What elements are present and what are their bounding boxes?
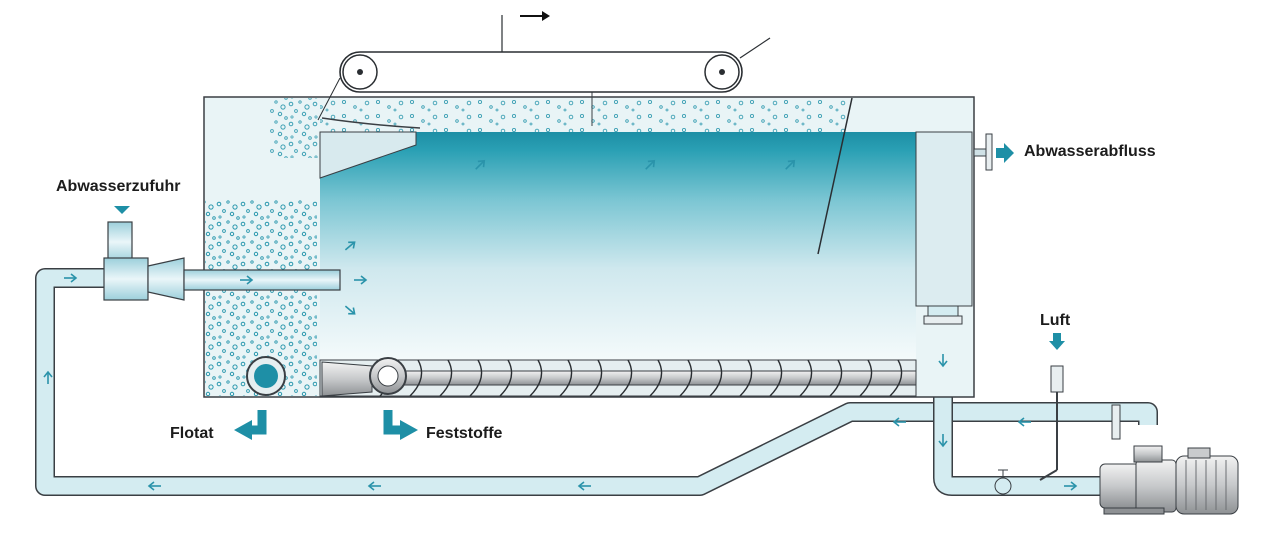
- flow-arrows: [43, 159, 1078, 491]
- feststoffe-arrow-icon: [383, 410, 418, 440]
- arrow-icon: [892, 417, 906, 427]
- arrow-icon: [645, 159, 656, 170]
- arrow-icon: [64, 273, 78, 283]
- flotat-arrow-icon: [234, 410, 267, 440]
- inlet-arrow-icon: [114, 206, 130, 214]
- arrow-icon: [577, 481, 591, 491]
- flotation-tank: [203, 92, 993, 398]
- arrow-icon: [475, 159, 486, 170]
- arrow-icon: [344, 305, 356, 315]
- arrow-icon: [1064, 481, 1078, 491]
- inlet-assembly: [103, 221, 341, 301]
- arrow-icon: [938, 434, 948, 448]
- pipe-flange: [1111, 404, 1121, 440]
- arrow-right-icon: [520, 11, 550, 21]
- label-abwasserabfluss: Abwasserabfluss: [1024, 143, 1156, 160]
- arrow-icon: [354, 275, 368, 285]
- float-outlet-port: [246, 356, 286, 396]
- label-abwasserzufuhr: Abwasserzufuhr: [56, 178, 181, 195]
- air-arrow-icon: [1049, 333, 1065, 350]
- label-flotat: Flotat: [170, 425, 214, 442]
- valve: [994, 469, 1012, 495]
- arrow-icon: [1017, 417, 1031, 427]
- arrow-icon: [785, 159, 796, 170]
- screw-conveyor: [319, 359, 917, 397]
- solids-outlet-port: [369, 357, 407, 395]
- arrow-icon: [240, 275, 254, 285]
- arrow-icon: [147, 481, 161, 491]
- skimmer-conveyor: [317, 15, 771, 121]
- air-injector: [1039, 365, 1064, 481]
- arrow-icon: [43, 370, 53, 384]
- outlet-pipe: [933, 318, 1100, 496]
- label-feststoffe: Feststoffe: [426, 425, 503, 442]
- arrow-icon: [344, 241, 356, 251]
- arrow-icon: [938, 354, 948, 368]
- pump: [1099, 445, 1239, 515]
- arrow-icon: [367, 481, 381, 491]
- label-luft: Luft: [1040, 312, 1071, 329]
- outlet-arrow-icon: [996, 143, 1014, 163]
